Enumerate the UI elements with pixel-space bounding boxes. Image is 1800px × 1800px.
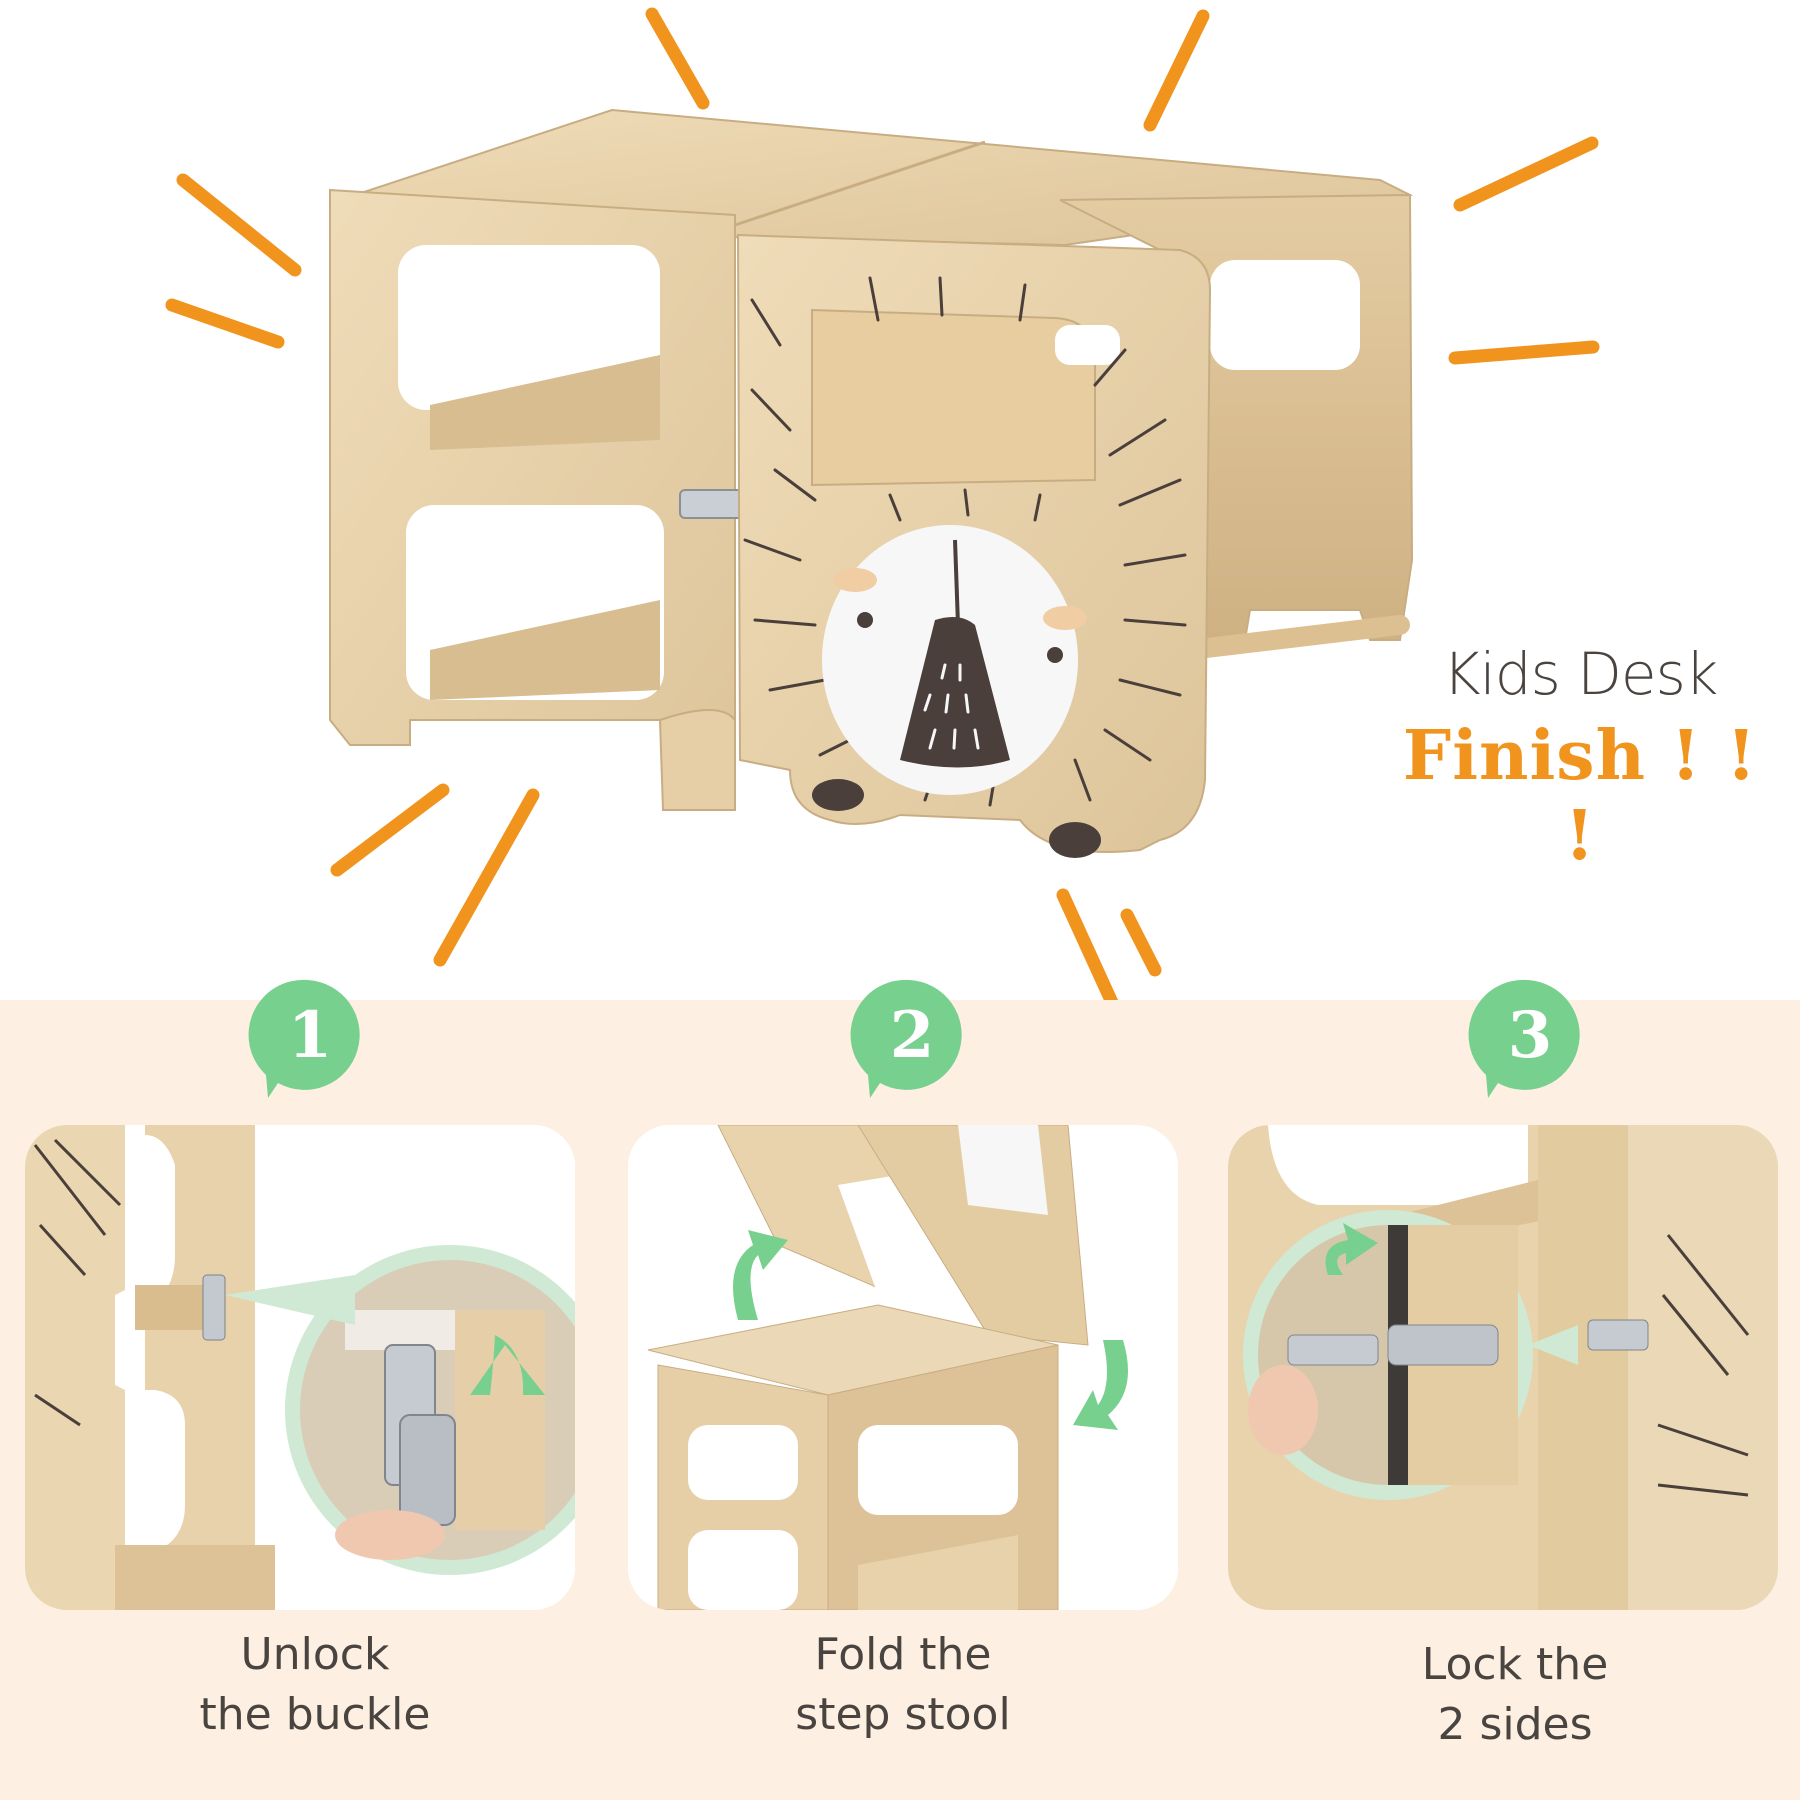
step-2-photo (628, 1125, 1178, 1610)
step-1-number: 1 (288, 998, 333, 1073)
step-3-caption-line1: Lock the (1421, 1639, 1609, 1690)
title-kids-desk: Kids Desk (1442, 640, 1719, 708)
step-3-number: 3 (1508, 998, 1553, 1073)
title-block: Kids Desk Finish ! ! ! (1380, 640, 1780, 876)
kids-desk-illustration (165, 7, 1600, 1000)
step-1-caption-line2: the buckle (199, 1689, 431, 1740)
step-3-caption-line2: 2 sides (1437, 1699, 1593, 1750)
step-1-photo (25, 1125, 575, 1610)
highlight-rays (165, 7, 1600, 1000)
step-1-badge: 1 (248, 979, 360, 1098)
step-3-photo (1228, 1125, 1778, 1610)
step-2-badge: 2 (850, 979, 962, 1098)
step-2-number: 2 (890, 998, 935, 1073)
step-1-caption-line1: Unlock (240, 1629, 390, 1680)
step-3-badge: 3 (1468, 979, 1580, 1098)
step-2-caption-line1: Fold the (814, 1629, 992, 1680)
step-2-caption: Fold the step stool (628, 1625, 1178, 1745)
step-3-caption: Lock the 2 sides (1240, 1635, 1790, 1755)
step-2-caption-line2: step stool (795, 1689, 1011, 1740)
title-finish: Finish ! ! ! (1402, 716, 1758, 876)
step-1-caption: Unlock the buckle (40, 1625, 590, 1745)
